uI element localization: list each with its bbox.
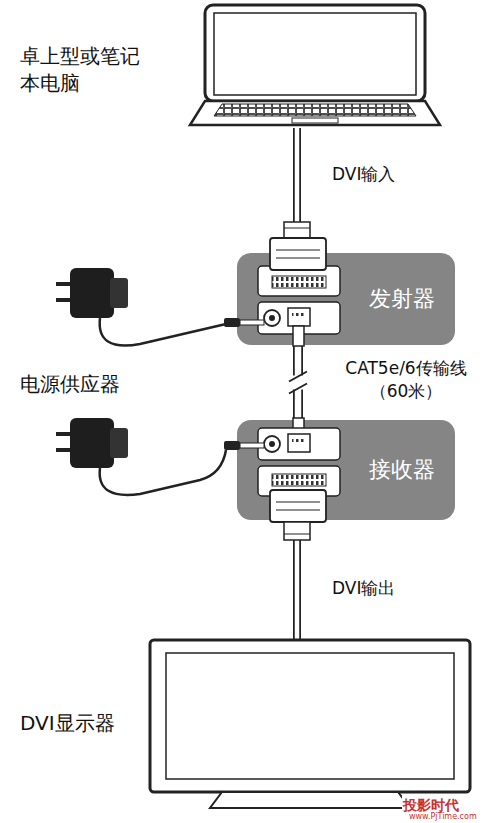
dvi-display-illustration-part — [166, 653, 454, 779]
transmitter-device-part — [288, 308, 310, 326]
cable-label: DVI输出 — [330, 577, 397, 600]
receiver-device-part — [269, 441, 275, 447]
laptop-illustration-part — [214, 13, 416, 95]
power-adapter-part — [70, 268, 114, 318]
receiver-device-part — [264, 436, 280, 452]
receiver-device-part — [258, 428, 340, 460]
laptop-illustration-part — [292, 118, 338, 123]
transmitter-device-part — [258, 302, 340, 334]
transmitter-device-part — [292, 311, 306, 316]
computer-node: 卓上型或笔记 本电脑 — [10, 5, 430, 128]
power-adapter — [56, 418, 264, 495]
power-adapter-part — [56, 298, 72, 302]
receiver-device-part — [288, 434, 310, 452]
node-label: 发射器 — [369, 284, 435, 314]
laptop-illustration-part — [205, 5, 425, 101]
laptop-illustration-part — [214, 104, 416, 116]
transmitter-device-part — [270, 238, 326, 270]
transmitter-device-part — [272, 276, 326, 288]
transmitter-device-part — [258, 266, 340, 296]
cable-connector — [286, 345, 310, 420]
power-adapter-part — [56, 282, 72, 286]
transmitter-device — [258, 222, 340, 346]
receiver-device-part — [284, 534, 310, 535]
power-adapter-part — [224, 441, 240, 450]
transmitter-device-part — [293, 326, 304, 346]
receiver-device-part — [292, 437, 306, 442]
node-label: 卓上型或笔记 本电脑 — [20, 43, 170, 97]
receiver-device — [258, 418, 340, 540]
transmitter-box: 发射器 — [237, 253, 455, 345]
transmitter-device-part — [269, 315, 275, 321]
transmitter-device-part — [276, 258, 320, 259]
power-adapter-part — [100, 450, 226, 495]
cable-core — [295, 520, 300, 640]
transmitter-device-part — [264, 310, 280, 326]
dvi-display-illustration-part — [210, 792, 410, 808]
power-adapter-part — [224, 318, 240, 327]
power-adapter — [56, 268, 264, 346]
laptop-illustration-part — [190, 101, 440, 125]
receiver-device-part — [258, 466, 340, 496]
receiver-device-part — [270, 490, 326, 522]
power-adapter-part — [70, 418, 114, 468]
cable-break-mark — [289, 384, 307, 394]
receiver-device-part — [276, 510, 320, 511]
transmitter-device-part — [284, 228, 310, 229]
laptop-illustration — [190, 5, 440, 125]
transmitter-device-part — [276, 250, 320, 251]
power-adapter-part — [110, 278, 128, 308]
node-label: DVI显示器 — [20, 710, 155, 737]
dvi-display-illustration-part — [150, 640, 470, 792]
node-label: 接收器 — [369, 455, 435, 485]
transmitter-device-part — [284, 222, 310, 240]
receiver-device-part — [293, 418, 304, 436]
cable-connector — [297, 128, 298, 253]
cable-core — [295, 128, 300, 253]
receiver-box: 接收器 — [237, 420, 455, 520]
receiver-device-part — [276, 502, 320, 503]
cable-break-mark — [289, 372, 307, 382]
cable-label: CAT5e/6传输线 （60米） — [320, 357, 492, 403]
power-supply-label: 电源供应器 — [20, 371, 120, 397]
cable-outline — [293, 128, 301, 253]
cable-connector — [297, 520, 298, 640]
cable-label: DVI输入 — [330, 163, 397, 186]
power-adapter-part — [100, 318, 226, 346]
receiver-device-part — [272, 474, 326, 486]
power-adapter-part — [240, 443, 264, 448]
power-adapter-part — [240, 320, 264, 325]
power-adapter-part — [110, 428, 128, 458]
display-node: DVI显示器 — [10, 640, 470, 810]
receiver-device-part — [284, 522, 310, 540]
watermark: www.PjTime.com — [408, 812, 478, 822]
cable-outline — [293, 520, 301, 640]
dvi-display-illustration — [150, 640, 470, 808]
watermark: 投影时代 — [402, 796, 460, 814]
power-adapter-part — [56, 448, 72, 452]
power-adapter-part — [56, 432, 72, 436]
